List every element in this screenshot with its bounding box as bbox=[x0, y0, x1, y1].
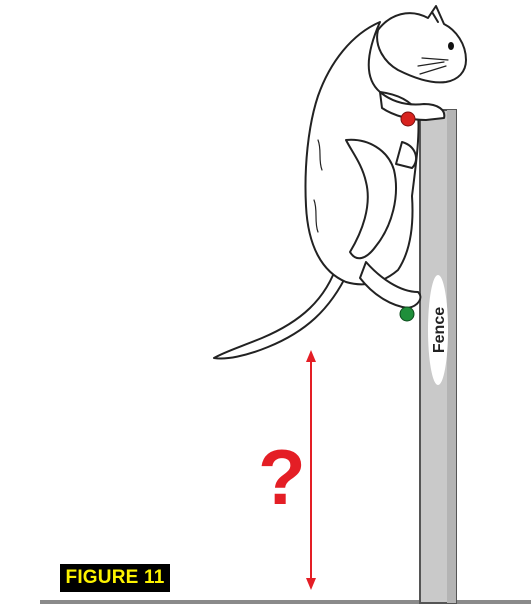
fence-label: Fence bbox=[431, 307, 448, 353]
cat-tail bbox=[213, 261, 349, 360]
ground-line bbox=[40, 600, 531, 604]
upper-contact-point bbox=[400, 111, 416, 127]
figure-label: FIGURE 11 bbox=[60, 564, 170, 592]
cat-head bbox=[376, 5, 467, 84]
height-arrow bbox=[306, 350, 316, 590]
cat-whiskers bbox=[417, 57, 449, 75]
lower-contact-point bbox=[399, 306, 415, 322]
cat-hind-paw bbox=[359, 261, 422, 309]
fence-post: Fence bbox=[419, 109, 457, 604]
cat-illustration bbox=[213, 5, 467, 360]
cat-middle-leg bbox=[395, 141, 418, 169]
cat-eye bbox=[448, 42, 454, 50]
fence-label-oval bbox=[428, 275, 448, 385]
cat-hind-thigh bbox=[345, 138, 397, 260]
cat-front-leg bbox=[379, 91, 446, 121]
unknown-height-question-mark: ? bbox=[258, 433, 306, 521]
